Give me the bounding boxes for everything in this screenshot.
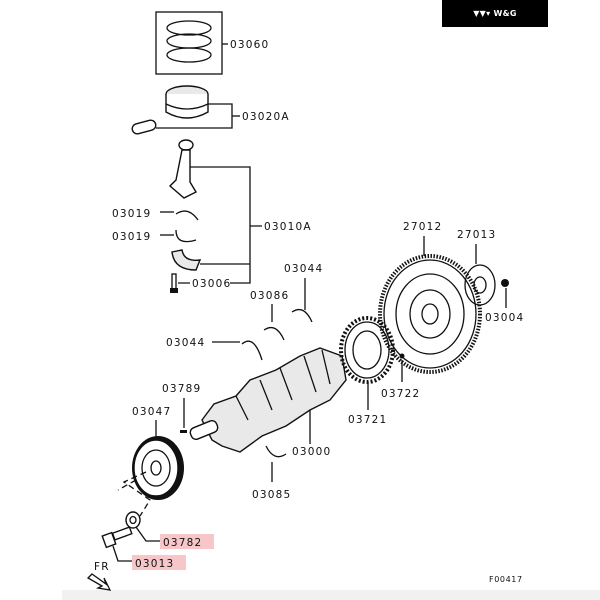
part-label-03060[interactable]: 03060 [230,39,269,51]
lower-bearing-part[interactable] [265,445,287,458]
leader-line [135,526,160,542]
part-label-03085[interactable]: 03085 [252,489,291,501]
part-label-03722[interactable]: 03722 [381,388,420,400]
part-label-03721[interactable]: 03721 [348,414,387,426]
adapter-plate-part[interactable] [464,264,496,306]
part-label-03019-upper[interactable]: 03019 [112,208,151,220]
washer-part[interactable] [125,511,141,529]
part-label-27013[interactable]: 27013 [457,229,496,241]
part-label-03019-lower[interactable]: 03019 [112,231,151,243]
key-part[interactable] [180,430,187,433]
part-label-03044-upper[interactable]: 03044 [284,263,323,275]
part-label-27012[interactable]: 27012 [403,221,442,233]
piston-part[interactable] [131,85,209,135]
brand-badge: ▼▼▾ W&G [442,0,548,27]
rod-bolt-part[interactable] [170,273,178,293]
crankshaft-part[interactable] [189,347,347,453]
figure-code: F00417 [489,575,523,584]
part-label-03010a[interactable]: 03010A [264,221,312,233]
rod-bearing-lower-part[interactable] [175,229,197,243]
part-label-03782[interactable]: 03782 [163,537,202,549]
front-arrow-icon [86,573,112,591]
main-bearing-lower-part[interactable] [241,340,263,361]
main-bearing-upper-part[interactable] [291,308,313,323]
pulley-bolt-part[interactable] [101,526,133,549]
drive-plate-part[interactable] [378,254,482,374]
rod-bearing-upper-part[interactable] [175,210,199,221]
front-indicator-label: FR [94,561,110,573]
connecting-rod-part[interactable] [168,139,197,199]
thrust-bearing-part[interactable] [263,326,285,341]
part-label-03020a[interactable]: 03020A [242,111,290,123]
center-line [117,471,151,517]
brand-name: W&G [493,9,517,18]
part-label-03086[interactable]: 03086 [250,290,289,302]
bottom-strip [62,590,600,600]
part-label-03000[interactable]: 03000 [292,446,331,458]
part-label-03006[interactable]: 03006 [192,278,231,290]
highlight-03013 [132,555,186,570]
chevron-logo-icon: ▼▼▾ [473,9,491,18]
part-label-03004[interactable]: 03004 [485,312,524,324]
damper-pulley-part[interactable] [132,436,184,500]
part-label-03789[interactable]: 03789 [162,383,201,395]
part-label-03044-lower[interactable]: 03044 [166,337,205,349]
piston-rings-part[interactable] [155,11,223,75]
part-label-03013[interactable]: 03013 [135,558,174,570]
leader-line [178,265,251,284]
drive-plate-bolt-part[interactable] [501,279,509,287]
part-label-03047[interactable]: 03047 [132,406,171,418]
highlight-03782 [160,534,214,549]
leader-line [190,166,262,265]
leader-line [112,545,132,562]
rod-cap-part[interactable] [171,249,202,271]
